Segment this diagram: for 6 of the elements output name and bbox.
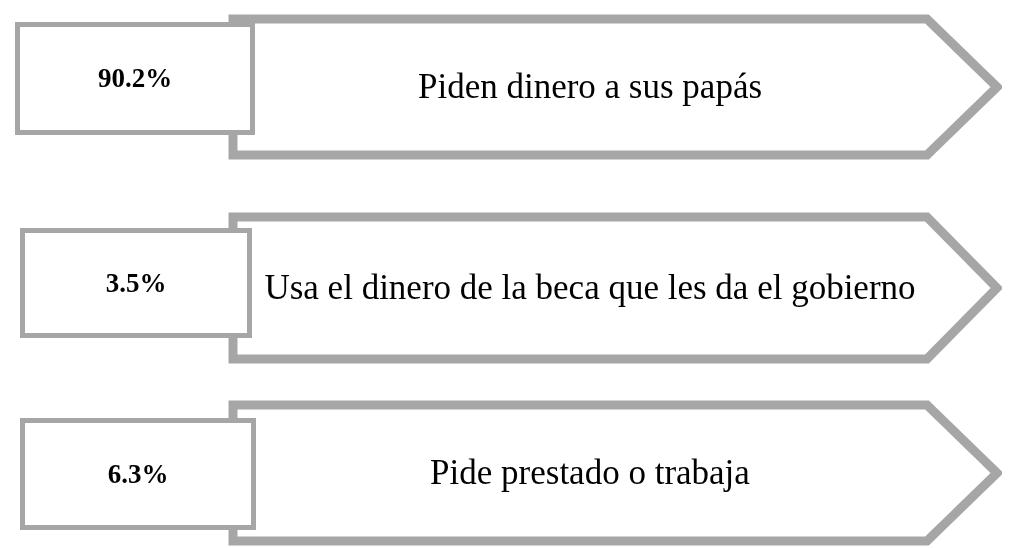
percentage-box: 90.2% — [15, 22, 255, 135]
percentage-box: 6.3% — [20, 418, 256, 530]
percentage-box: 3.5% — [20, 228, 252, 338]
chevron-label: Pide prestado o trabaja — [430, 452, 750, 494]
chevron-label: Piden dinero a sus papás — [417, 66, 763, 108]
chevron-label: Usa el dinero de la beca que les da el gobierno — [264, 267, 916, 309]
